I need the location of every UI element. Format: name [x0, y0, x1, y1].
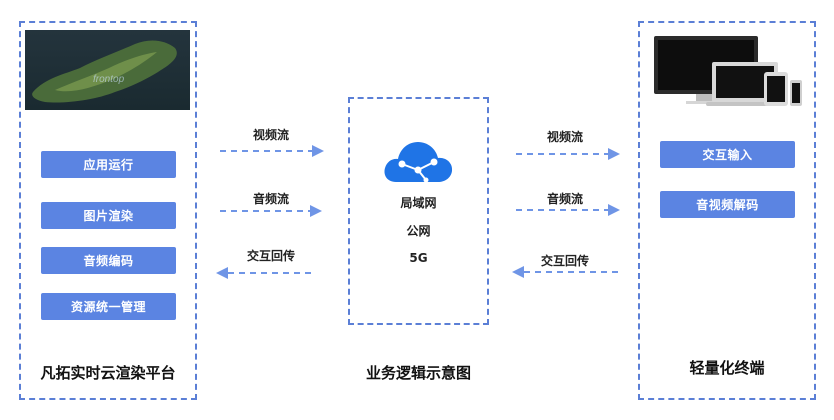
flow-left-audio-label: 音频流: [252, 192, 289, 206]
audio-encode-button[interactable]: 音频编码: [41, 247, 176, 274]
image-render-button[interactable]: 图片渲染: [41, 202, 176, 229]
arrowhead-right-audio: [608, 204, 620, 216]
center-panel-border: [348, 97, 489, 325]
interaction-input-button[interactable]: 交互输入: [660, 141, 795, 168]
flow-right-video-label: 视频流: [546, 130, 583, 144]
network-lan-label: 局域网: [400, 196, 437, 210]
right-panel-border: [638, 21, 816, 400]
flow-right-interact-label: 交互回传: [540, 254, 589, 268]
svg-text:frontop: frontop: [93, 74, 125, 85]
network-public-label: 公网: [406, 224, 431, 238]
resource-manage-button[interactable]: 资源统一管理: [41, 293, 176, 320]
island-map-image: frontop: [25, 30, 190, 110]
network-5g-label: 5G: [409, 251, 428, 265]
flow-left-interact-label: 交互回传: [246, 249, 295, 263]
av-decode-button[interactable]: 音视频解码: [660, 191, 795, 218]
flow-right-audio-label: 音频流: [546, 192, 583, 206]
arrowhead-right-interact: [512, 266, 524, 278]
left-panel-border: [19, 21, 197, 400]
right-panel-title: 轻量化终端: [689, 359, 765, 377]
app-run-button[interactable]: 应用运行: [41, 151, 176, 178]
cloud-network-icon: [384, 142, 453, 183]
flow-left-video-label: 视频流: [252, 128, 289, 142]
left-panel-title: 凡拓实时云渲染平台: [40, 364, 176, 382]
diagram-caption: 业务逻辑示意图: [365, 364, 471, 382]
devices-image: [646, 30, 811, 110]
arrowhead-left-video: [312, 145, 324, 157]
arrowhead-left-interact: [216, 267, 228, 279]
arrowhead-left-audio: [310, 205, 322, 217]
arrowhead-right-video: [608, 148, 620, 160]
